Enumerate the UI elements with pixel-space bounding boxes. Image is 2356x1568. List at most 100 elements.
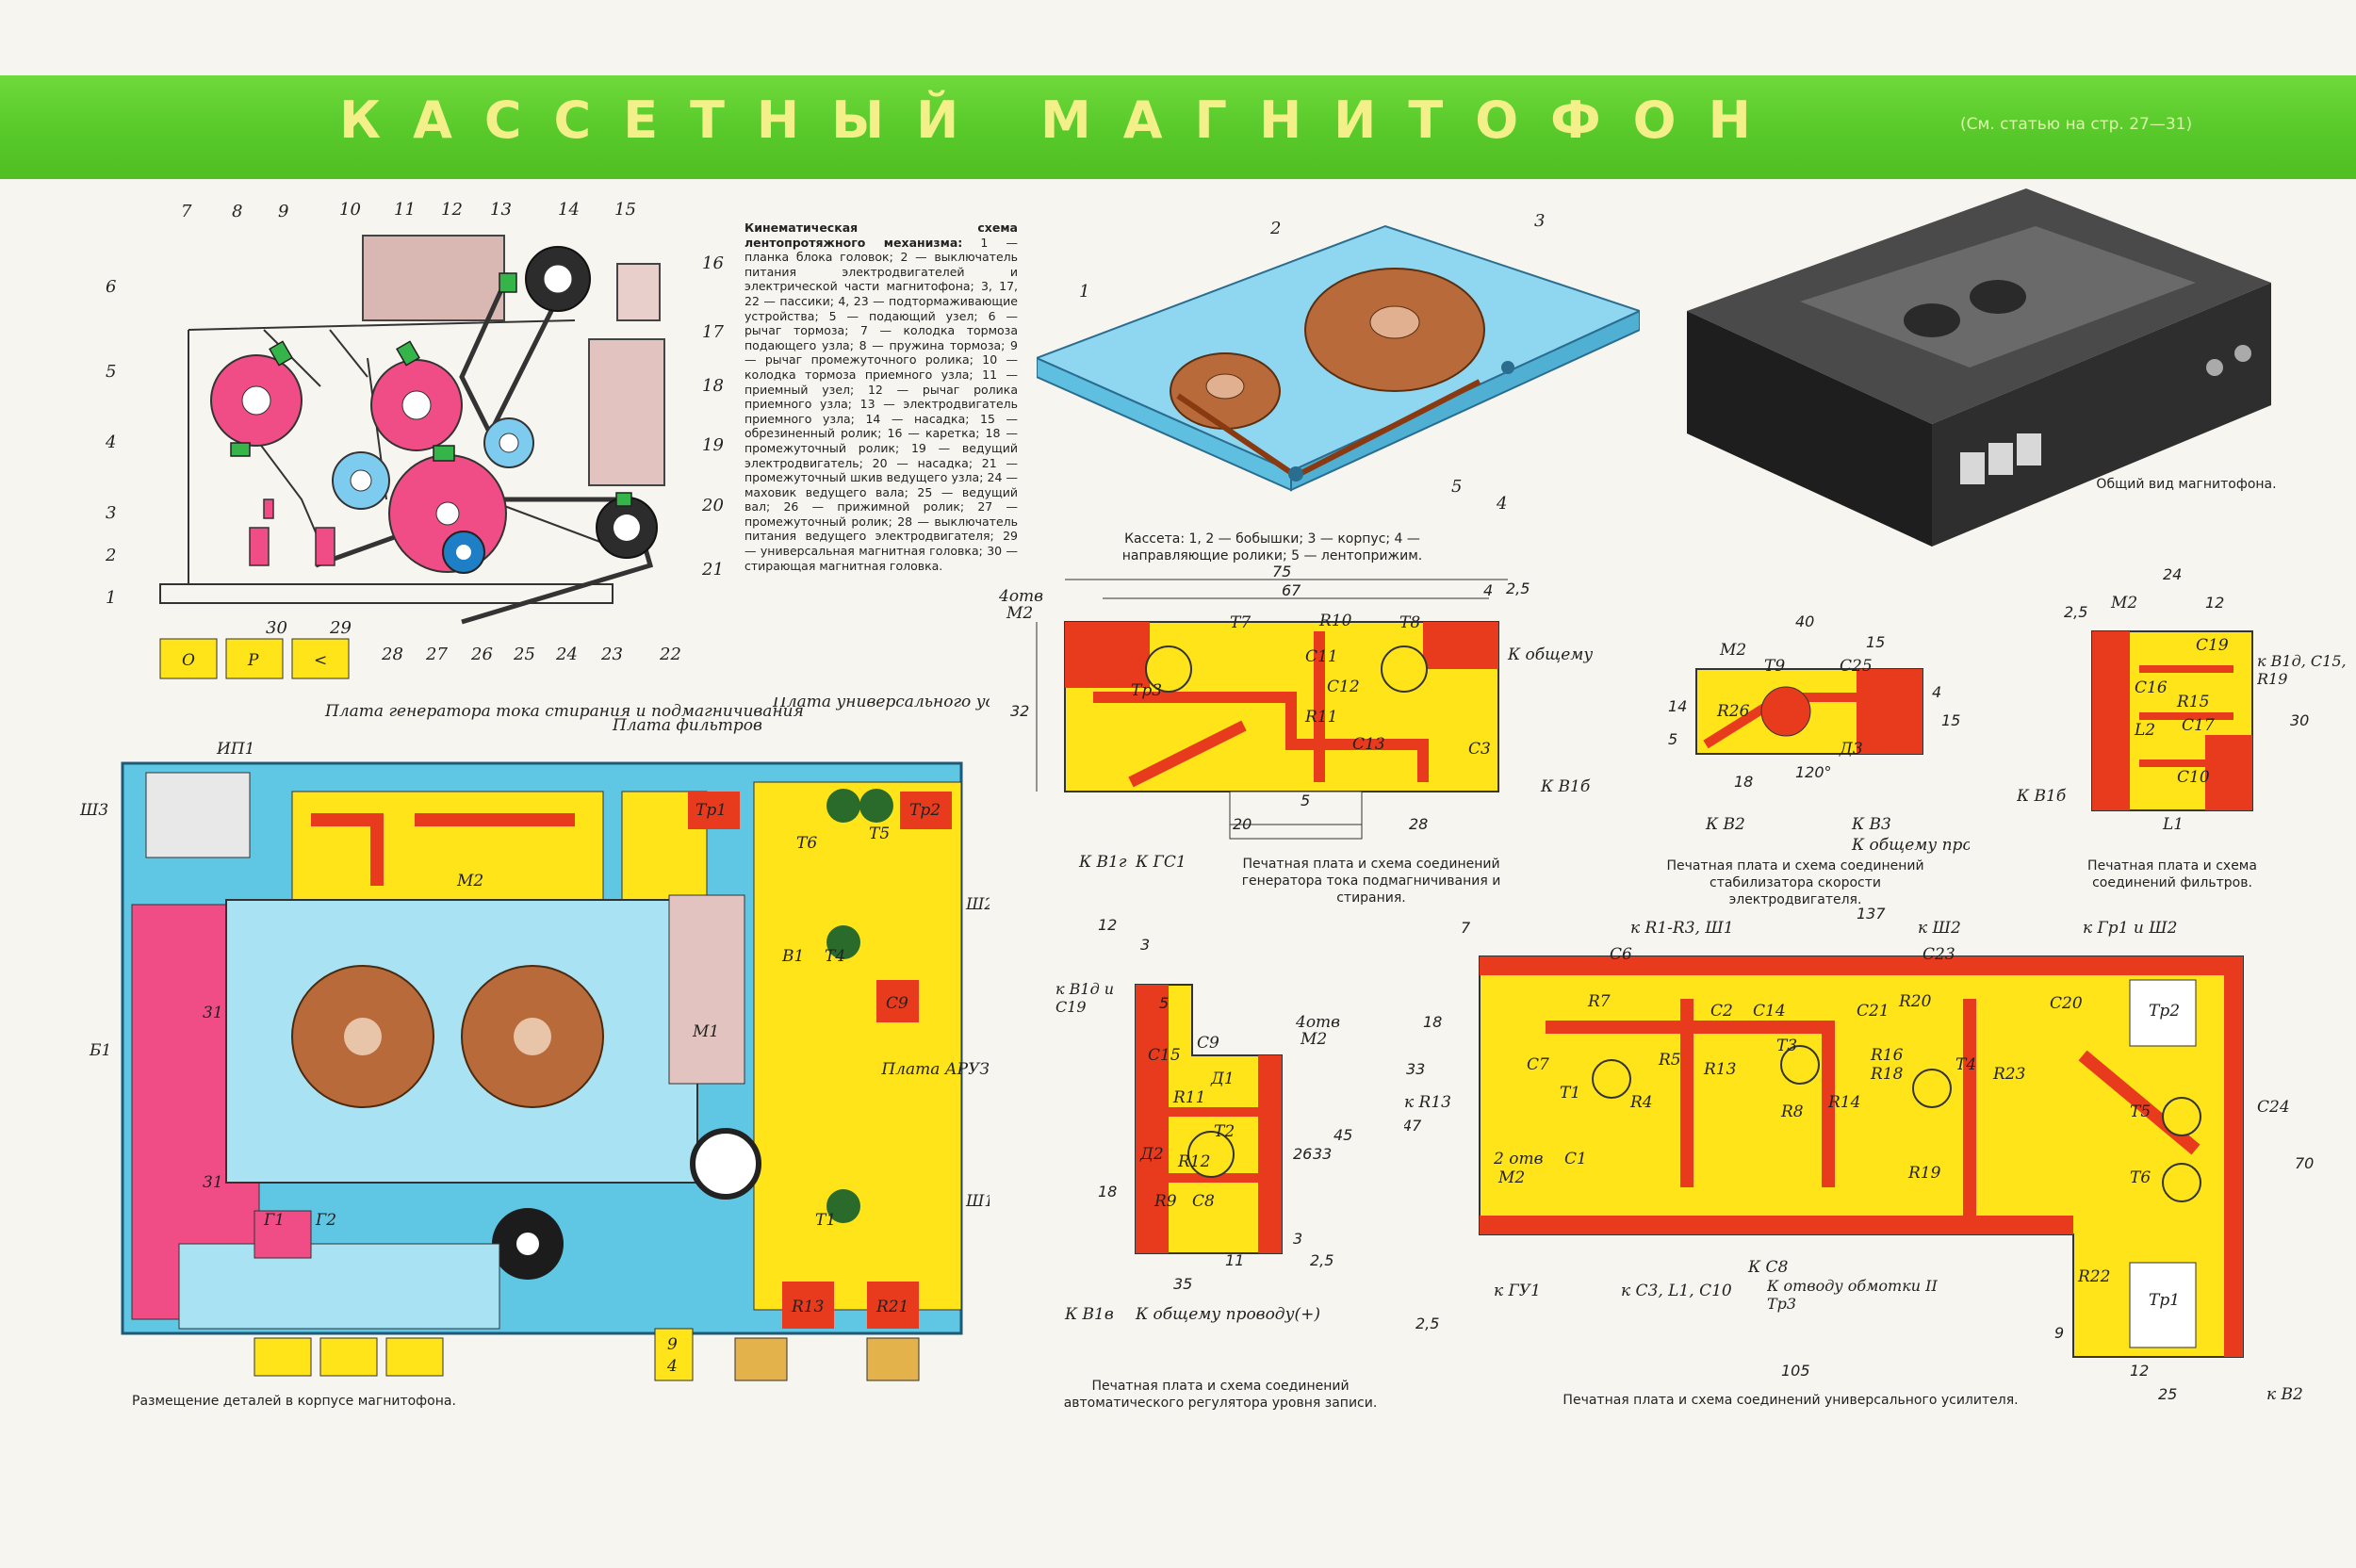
- kin-label-8: 8: [232, 202, 242, 221]
- layout-label-m2: M2: [456, 872, 483, 890]
- amp-label-kgu1: к ГУ1: [1494, 1282, 1541, 1300]
- kin-label-9: 9: [278, 202, 288, 221]
- kin-label-28: 28: [381, 645, 403, 664]
- agc-label-common: К общему проводу(+): [1135, 1305, 1320, 1324]
- amp-label-kr13: к R13: [1404, 1093, 1451, 1112]
- layout-label-4: 4: [666, 1357, 678, 1376]
- gen-label-c12: C12: [1327, 678, 1360, 696]
- agc-dim-33: 33: [1313, 1145, 1332, 1163]
- agc-label-t2: T2: [1214, 1122, 1235, 1141]
- stab-label-kv3: К В3: [1851, 815, 1891, 834]
- stab-dim-18: 18: [1734, 773, 1753, 791]
- amp-label-kc8: К C8: [1747, 1258, 1789, 1277]
- button-label-rewind: <: [314, 651, 327, 670]
- layout-label-r21: R21: [875, 1298, 908, 1316]
- amp-label-r22: R22: [2077, 1267, 2110, 1286]
- button-record-r: [225, 638, 284, 679]
- gen-dim-5: 5: [1301, 792, 1310, 809]
- kin-label-10: 10: [339, 200, 361, 220]
- amp-label-r16: R16: [1870, 1046, 1904, 1065]
- gen-label-r11: R11: [1304, 708, 1337, 727]
- kin-label-16: 16: [702, 253, 724, 273]
- chassis-layout-diagram: Плата генератора тока стирания и подмагн…: [79, 697, 990, 1381]
- amp-label-t4: T4: [1955, 1055, 1976, 1074]
- cassette-label-1: 1: [1079, 282, 1089, 302]
- amp-dim-47: 47: [1404, 1117, 1422, 1135]
- gen-dim-28: 28: [1409, 815, 1428, 833]
- layout-label-t5: T5: [869, 825, 890, 843]
- kin-label-25: 25: [513, 645, 535, 664]
- stab-dim-15: 15: [1866, 633, 1885, 651]
- kin-label-4: 4: [105, 433, 116, 452]
- amp-dim-18: 18: [1423, 1013, 1442, 1031]
- agc-dim-18: 18: [1098, 1183, 1117, 1200]
- amp-dim-7: 7: [1461, 919, 1471, 937]
- recorder-photo: [1687, 188, 2271, 547]
- filter-label-l1: L1: [2162, 815, 2184, 834]
- amp-label-c1: C1: [1564, 1150, 1587, 1168]
- stab-dim-4: 4: [1932, 683, 1941, 701]
- gen-dim-20: 20: [1233, 815, 1252, 833]
- agc-dim-12: 12: [1098, 916, 1117, 934]
- filter-label-c19: C19: [2196, 636, 2229, 655]
- amp-label-r8: R8: [1780, 1102, 1804, 1121]
- amp-dim-9: 9: [2054, 1324, 2064, 1342]
- layout-label-9: 9: [667, 1335, 678, 1354]
- amp-label-r5: R5: [1658, 1051, 1681, 1070]
- amp-label-t1: T1: [1560, 1084, 1580, 1102]
- gen-label-tr3: Тр3: [1131, 681, 1162, 700]
- amp-label-r14: R14: [1827, 1093, 1860, 1112]
- filter-dim-30: 30: [2290, 711, 2309, 729]
- layout-label-amplifier: Плата универсального усилителя: [772, 697, 990, 711]
- layout-label-c9: C9: [886, 994, 908, 1013]
- gen-label-kv1g: К В1г: [1078, 853, 1127, 872]
- layout-label-r13: R13: [791, 1298, 824, 1316]
- agc-label-4otv: 4отв: [1295, 1013, 1340, 1032]
- layout-label-31b: 31: [203, 1173, 223, 1192]
- kin-label-6: 6: [106, 277, 116, 297]
- stab-dim-5: 5: [1668, 730, 1677, 748]
- agc-dim-26: 26: [1293, 1145, 1312, 1163]
- gen-label-kv1b: К В1б: [1540, 777, 1591, 796]
- agc-label-d2: Д2: [1139, 1145, 1164, 1164]
- amp-dim-33: 33: [1406, 1060, 1425, 1078]
- amp-dim-25: 25: [2158, 1385, 2177, 1403]
- amp-label-c24: C24: [2257, 1098, 2290, 1117]
- amp-label-ksh2: к Ш2: [1918, 919, 1961, 938]
- kin-label-5: 5: [106, 362, 116, 382]
- kin-label-18: 18: [702, 376, 724, 396]
- amp-label-r19: R19: [1907, 1164, 1941, 1183]
- cassette-diagram: 1 2 3 4 5: [1037, 211, 1640, 514]
- kin-label-21: 21: [701, 560, 724, 580]
- layout-label-t1: T1: [815, 1211, 836, 1230]
- agc-label-r12: R12: [1177, 1152, 1210, 1171]
- cassette-label-2: 2: [1269, 219, 1281, 238]
- stab-label-c25: C25: [1840, 657, 1873, 676]
- kinematic-legend: Кинематическая схема лентопротяжного мех…: [744, 220, 1018, 573]
- layout-label-t4: T4: [825, 947, 845, 966]
- agc-label-kv1v: К В1в: [1064, 1305, 1114, 1324]
- amp-label-2otv: 2 отв: [1493, 1150, 1544, 1168]
- amp-label-c23: C23: [1922, 945, 1955, 964]
- gen-label-common: К общему проводу(+): [1507, 645, 1593, 664]
- filter-dim-12: 12: [2205, 594, 2224, 612]
- agc-label-c15: C15: [1148, 1046, 1181, 1065]
- gen-label-m2: M2: [1006, 604, 1033, 623]
- kin-label-11: 11: [394, 200, 416, 220]
- agc-label-kv1d: к В1д и C19: [1055, 980, 1115, 1016]
- amp-label-kv2: к В2: [2266, 1385, 2303, 1404]
- filter-dim-24: 24: [2163, 565, 2182, 583]
- gen-label-c3: C3: [1468, 740, 1491, 759]
- kinematic-diagram: 7 8 9 10 11 12 13 14 15 16 17 18 19 20 2…: [105, 200, 724, 679]
- amp-dim-105: 105: [1781, 1362, 1810, 1380]
- cassette-label-5: 5: [1451, 477, 1462, 497]
- filter-label-c16: C16: [2135, 678, 2168, 697]
- title-banner: [0, 75, 2356, 179]
- layout-label-31a: 31: [203, 1004, 223, 1022]
- layout-label-m1: M1: [692, 1022, 719, 1041]
- kin-label-7: 7: [181, 202, 192, 221]
- agc-dim-35: 35: [1173, 1275, 1192, 1293]
- kin-label-13: 13: [490, 200, 512, 220]
- amp-label-c2: C2: [1710, 1002, 1733, 1021]
- agc-dim-5: 5: [1159, 994, 1169, 1012]
